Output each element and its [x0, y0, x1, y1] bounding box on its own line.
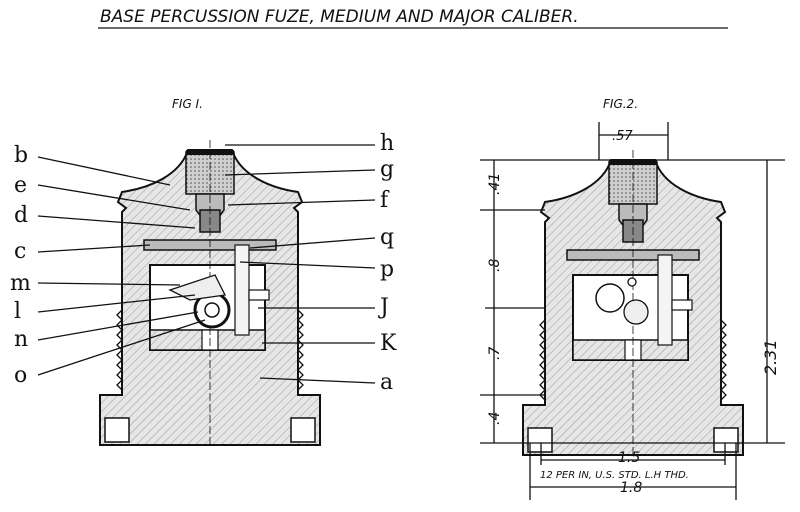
label-f: f	[380, 188, 390, 213]
fig1-drawing	[99, 139, 321, 446]
title: BASE PERCUSSION FUZE, MEDIUM AND MAJOR C…	[100, 7, 579, 27]
fig2-caption: FIG.2.	[603, 97, 638, 111]
label-k: K	[380, 331, 397, 356]
fig2-drawing	[522, 149, 744, 456]
label-m: m	[10, 271, 31, 296]
dim-height: 2.31	[761, 339, 780, 375]
fig2-dims-left: .41 .8 .7 .4	[487, 173, 503, 425]
dim-04: .4	[487, 412, 503, 425]
label-h: h	[380, 131, 394, 156]
dim-top: .57	[612, 129, 633, 144]
fig2-dimensions	[480, 122, 785, 500]
dim-041: .41	[487, 173, 503, 195]
fig1-labels-left: b e d c m l n o	[10, 143, 31, 388]
label-q: q	[380, 225, 394, 250]
fig1-caption: FIG I.	[172, 97, 203, 111]
fig1-labels-right: h g f q p J K a	[378, 131, 397, 395]
fig1-leaders	[37, 144, 376, 384]
label-g: g	[380, 157, 394, 182]
dim-thread: 1.5	[618, 450, 640, 466]
dim-base: 1.8	[620, 480, 642, 496]
label-a: a	[380, 370, 393, 395]
label-d: d	[14, 203, 28, 228]
dim-07: .7	[487, 347, 503, 360]
dim-08: .8	[487, 259, 503, 272]
label-p: p	[380, 257, 394, 282]
thread-note: 12 PER IN, U.S. STD. L.H THD.	[540, 470, 689, 481]
label-c: c	[14, 239, 26, 264]
label-o: o	[14, 363, 27, 388]
label-b: b	[14, 143, 28, 168]
label-j: J	[378, 295, 389, 320]
label-e: e	[14, 173, 27, 198]
label-l: l	[14, 299, 21, 324]
label-n: n	[14, 327, 28, 352]
